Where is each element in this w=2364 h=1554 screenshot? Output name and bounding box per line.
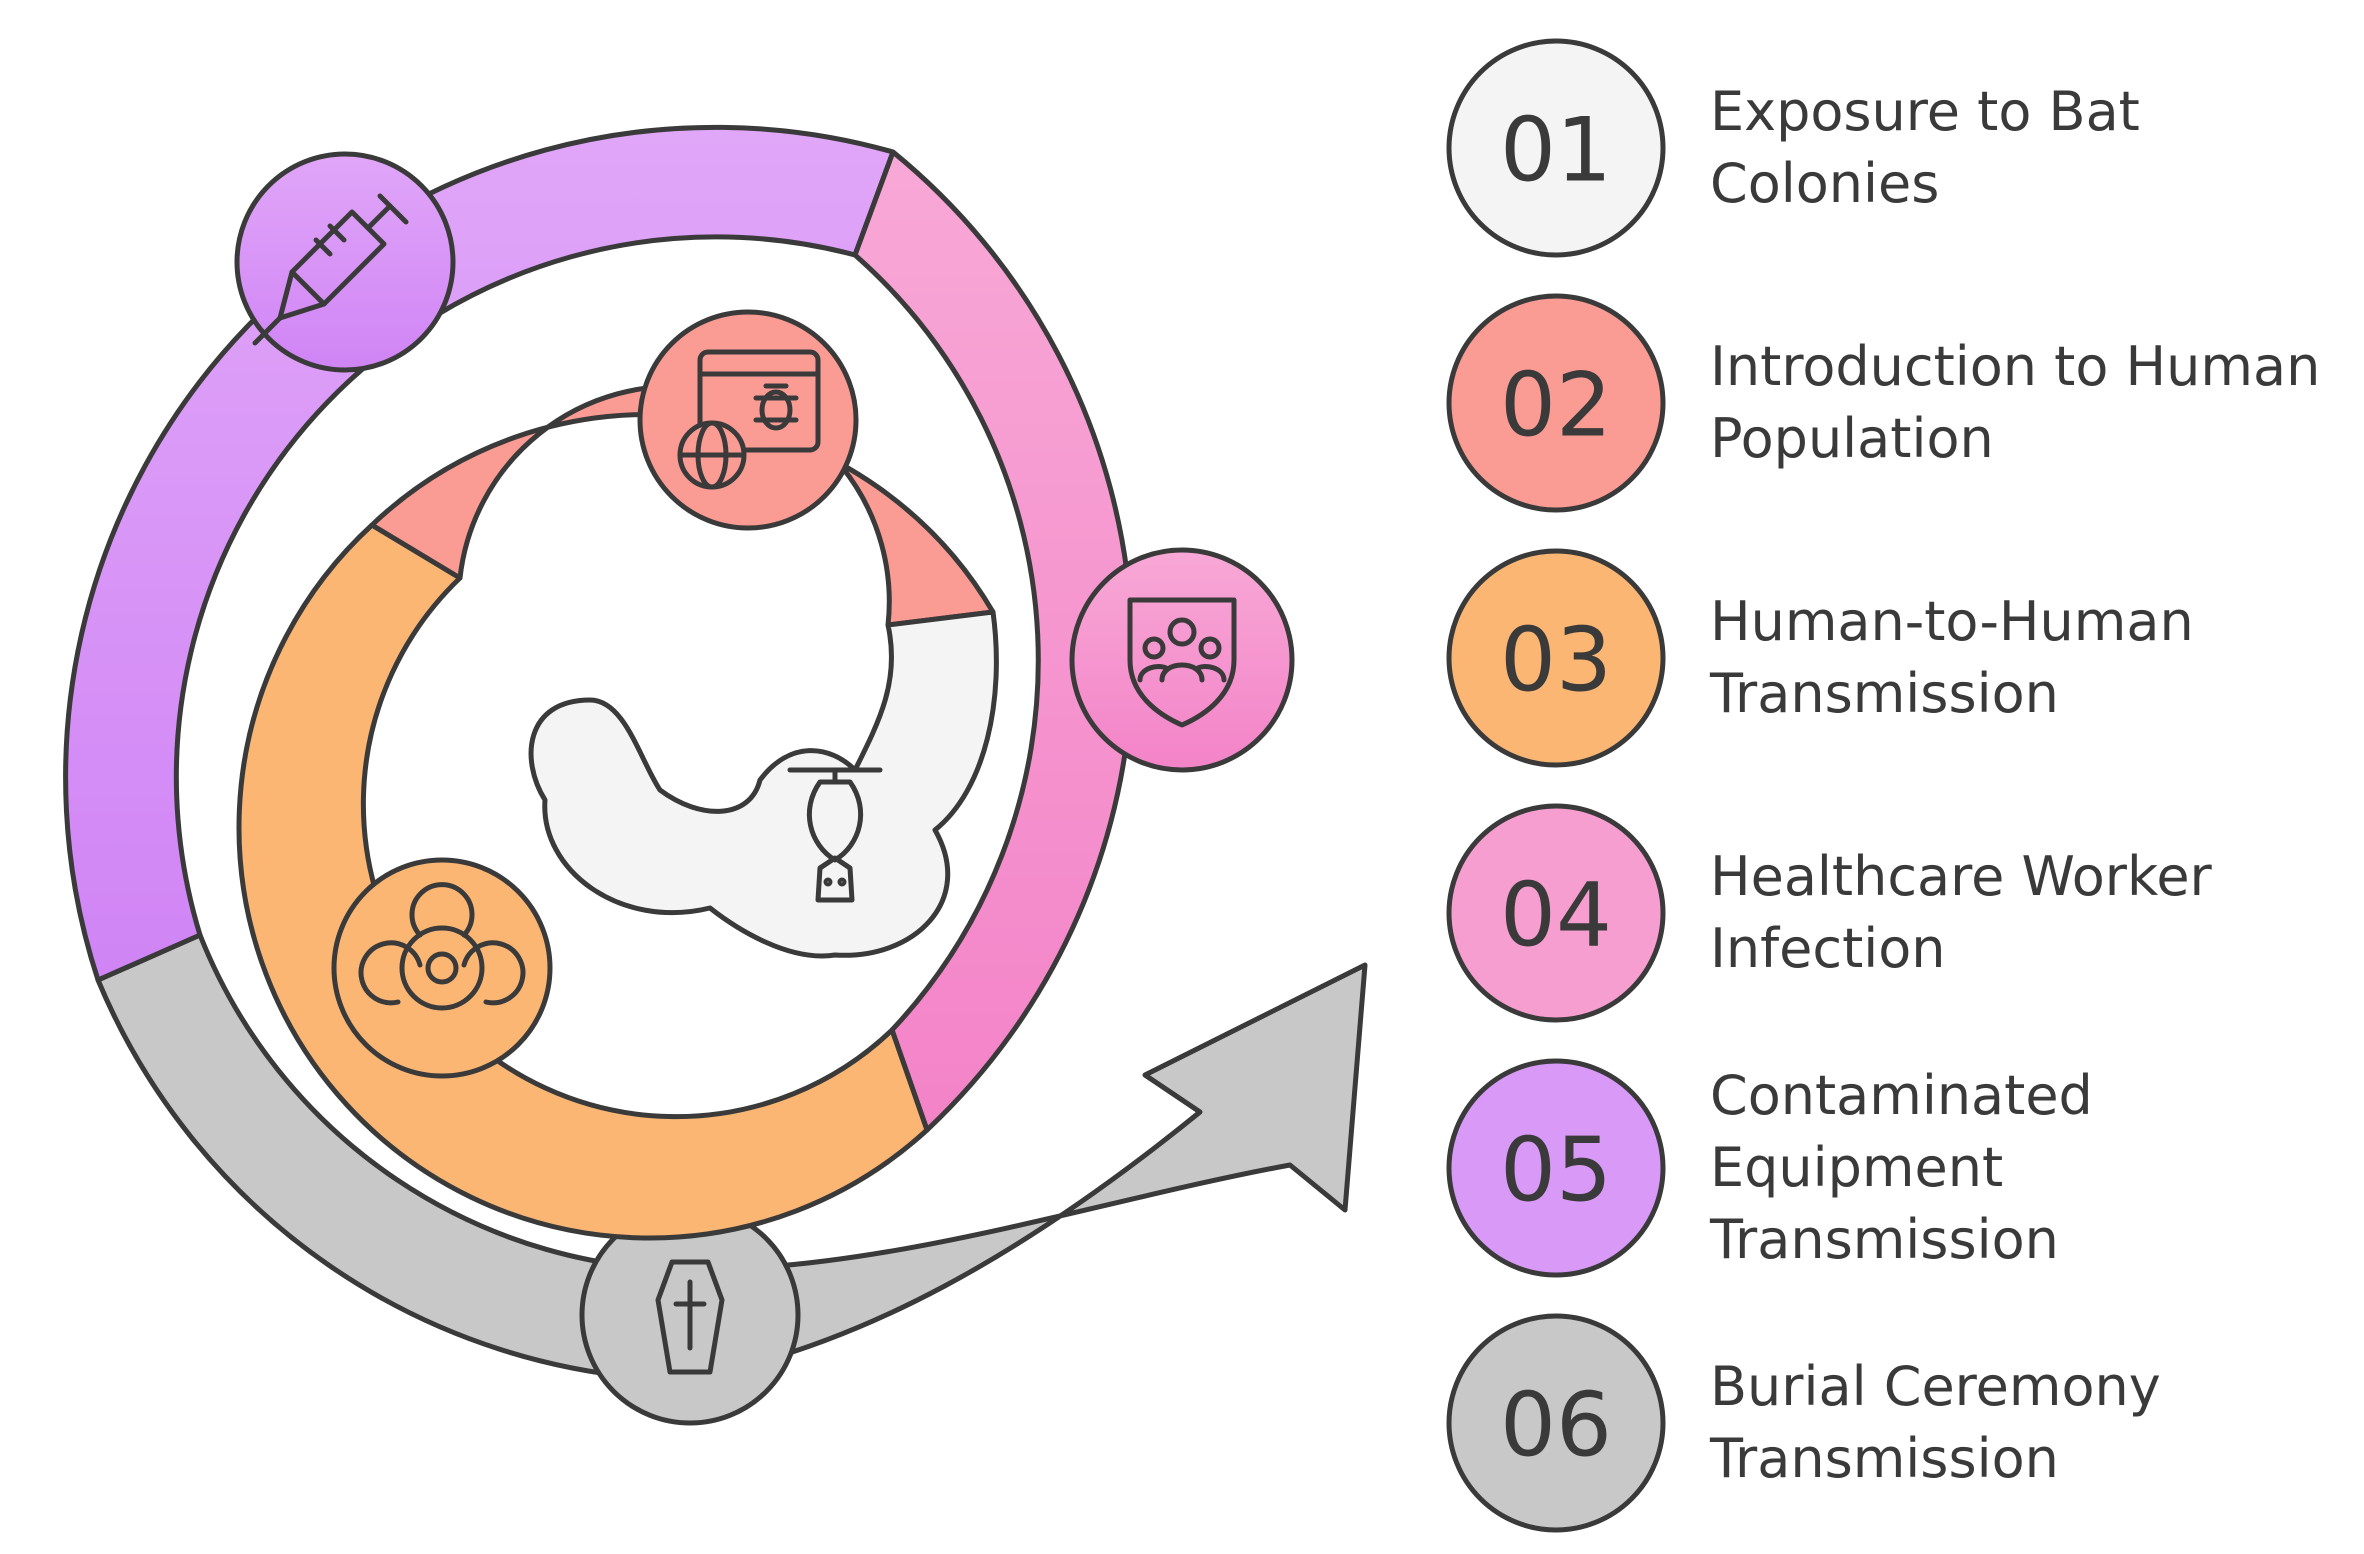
step-number-badge	[1446, 293, 1666, 513]
stage-01-segment	[528, 609, 999, 959]
step-label-line: Equipment	[1710, 1136, 2003, 1199]
biohazard-icon	[358, 882, 526, 1011]
step-label-line: Contaminated	[1710, 1064, 2093, 1127]
step-number-badge	[1446, 38, 1666, 258]
step-label-line: Exposure to Bat	[1710, 80, 2140, 143]
step-number-badge	[1446, 803, 1666, 1023]
step-label-line: Transmission	[1709, 1427, 2059, 1490]
syringe-icon	[252, 193, 409, 346]
step-label-line: Infection	[1710, 917, 1946, 980]
shield-group-icon	[1127, 597, 1237, 728]
coffin-icon	[655, 1259, 725, 1375]
step-label-line: Burial Ceremony	[1710, 1355, 2161, 1418]
web-bug-icon	[677, 349, 821, 490]
bat-icon	[787, 767, 883, 903]
stage-03-segment	[236, 522, 930, 1241]
stage-04-segment	[852, 149, 1295, 1133]
step-number-badge	[1446, 548, 1666, 768]
step-number-badge	[1446, 1058, 1666, 1278]
step-number: 03	[1500, 609, 1612, 712]
step-label-line: Colonies	[1710, 152, 1939, 215]
step-label-line: Human-to-Human	[1710, 590, 2194, 653]
step-number-badge	[1446, 1313, 1666, 1533]
step-number: 04	[1500, 864, 1612, 967]
step-number: 05	[1500, 1119, 1612, 1222]
step-number: 06	[1500, 1374, 1612, 1477]
step-label-line: Transmission	[1709, 662, 2059, 725]
step-number: 01	[1500, 99, 1612, 202]
step-label-line: Introduction to Human	[1710, 335, 2320, 398]
step-number: 02	[1500, 354, 1612, 457]
step-label-line: Transmission	[1709, 1208, 2059, 1271]
step-label-line: Healthcare Worker	[1710, 845, 2213, 908]
step-label-line: Population	[1710, 407, 1994, 470]
